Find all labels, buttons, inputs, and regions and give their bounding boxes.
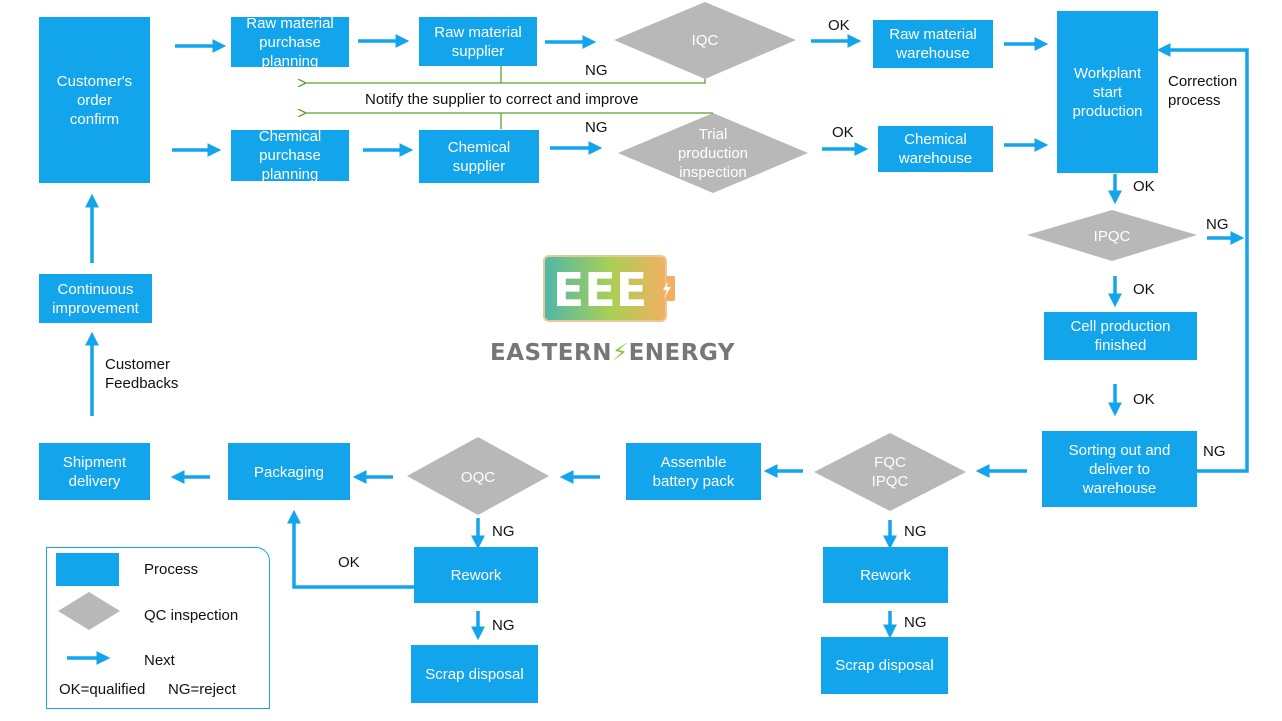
- fqc-ipqc-label: FQC IPQC: [871, 454, 909, 490]
- correction-loop-line: [1156, 43, 1249, 473]
- trial-diamond: [618, 113, 808, 193]
- legend-process-label: Process: [144, 561, 199, 578]
- oqc-label: OQC: [460, 468, 496, 486]
- iqc-ng-label: NG: [585, 62, 608, 79]
- cell-production-finished-box: Cell production finished: [1044, 312, 1197, 360]
- customer-order-confirm-box: Customer's order confirm: [39, 17, 150, 183]
- legend-qc-swatch: [58, 592, 120, 630]
- packaging-box: Packaging: [228, 443, 350, 500]
- raw-material-warehouse-box: Raw material warehouse: [873, 20, 993, 68]
- notify-supplier-label: Notify the supplier to correct and impro…: [365, 91, 639, 108]
- eastern-energy-wordmark: EASTERN⚡ENERGY: [490, 340, 736, 366]
- ipqc-ng-label: NG: [1206, 216, 1229, 233]
- workplant-start-production-box: Workplant start production: [1057, 11, 1158, 173]
- raw-material-supplier-box: Raw material supplier: [419, 17, 537, 66]
- raw-material-purchase-planning-box: Raw material purchase planning: [231, 17, 349, 67]
- ipqc-label: IPQC: [1093, 227, 1131, 245]
- cell-ok-label: OK: [1133, 391, 1155, 408]
- chemical-warehouse-box: Chemical warehouse: [878, 126, 993, 172]
- ipqc-diamond: [1027, 210, 1197, 261]
- ipqc-ok-label: OK: [1133, 281, 1155, 298]
- oqc-ng-label: NG: [492, 523, 515, 540]
- trial-production-inspection-label: Trial production inspection: [677, 125, 749, 181]
- sorting-ng-label: NG: [1203, 443, 1226, 460]
- rework-ng-label-oqc: NG: [492, 617, 515, 634]
- trial-ng-label: NG: [585, 119, 608, 136]
- eastern-energy-logo-mark: EEE: [543, 255, 675, 322]
- iqc-ok-label: OK: [828, 17, 850, 34]
- scrap-disposal-box-fqc: Scrap disposal: [821, 637, 948, 694]
- iqc-diamond: [614, 2, 796, 79]
- trial-ok-label: OK: [832, 124, 854, 141]
- legend-qc-label: QC inspection: [144, 607, 239, 624]
- customer-feedbacks-label: Customer Feedbacks: [105, 356, 179, 392]
- iqc-label: IQC: [691, 31, 719, 49]
- fqc-diamond: [814, 433, 966, 511]
- legend-next-label: Next: [144, 652, 175, 669]
- legend-ok-definition: OK=qualified: [59, 681, 146, 698]
- legend-process-swatch: [56, 553, 119, 586]
- supplier-feedback-lines: [305, 66, 713, 129]
- svg-text:EEE: EEE: [553, 263, 647, 317]
- legend-ng-definition: NG=reject: [168, 681, 236, 698]
- shipment-delivery-box: Shipment delivery: [39, 443, 150, 500]
- sorting-deliver-warehouse-box: Sorting out and deliver to warehouse: [1042, 431, 1197, 507]
- chemical-supplier-box: Chemical supplier: [419, 130, 539, 183]
- assemble-battery-pack-box: Assemble battery pack: [626, 443, 761, 500]
- rework-ng-label-fqc: NG: [904, 614, 927, 631]
- scrap-disposal-box-oqc: Scrap disposal: [411, 645, 538, 703]
- legend-panel: [46, 547, 270, 709]
- rework-box-fqc: Rework: [823, 547, 948, 603]
- correction-process-label: Correction process: [1168, 73, 1238, 109]
- rework-ok-label: OK: [338, 554, 360, 571]
- chemical-purchase-planning-box: Chemical purchase planning: [231, 130, 349, 181]
- rework-box-oqc: Rework: [414, 547, 538, 603]
- flow-arrows: [85, 34, 1245, 641]
- workplant-ok-label: OK: [1133, 178, 1155, 195]
- continuous-improvement-box: Continuous improvement: [39, 274, 152, 323]
- oqc-diamond: [407, 437, 549, 515]
- fqc-ng-label: NG: [904, 523, 927, 540]
